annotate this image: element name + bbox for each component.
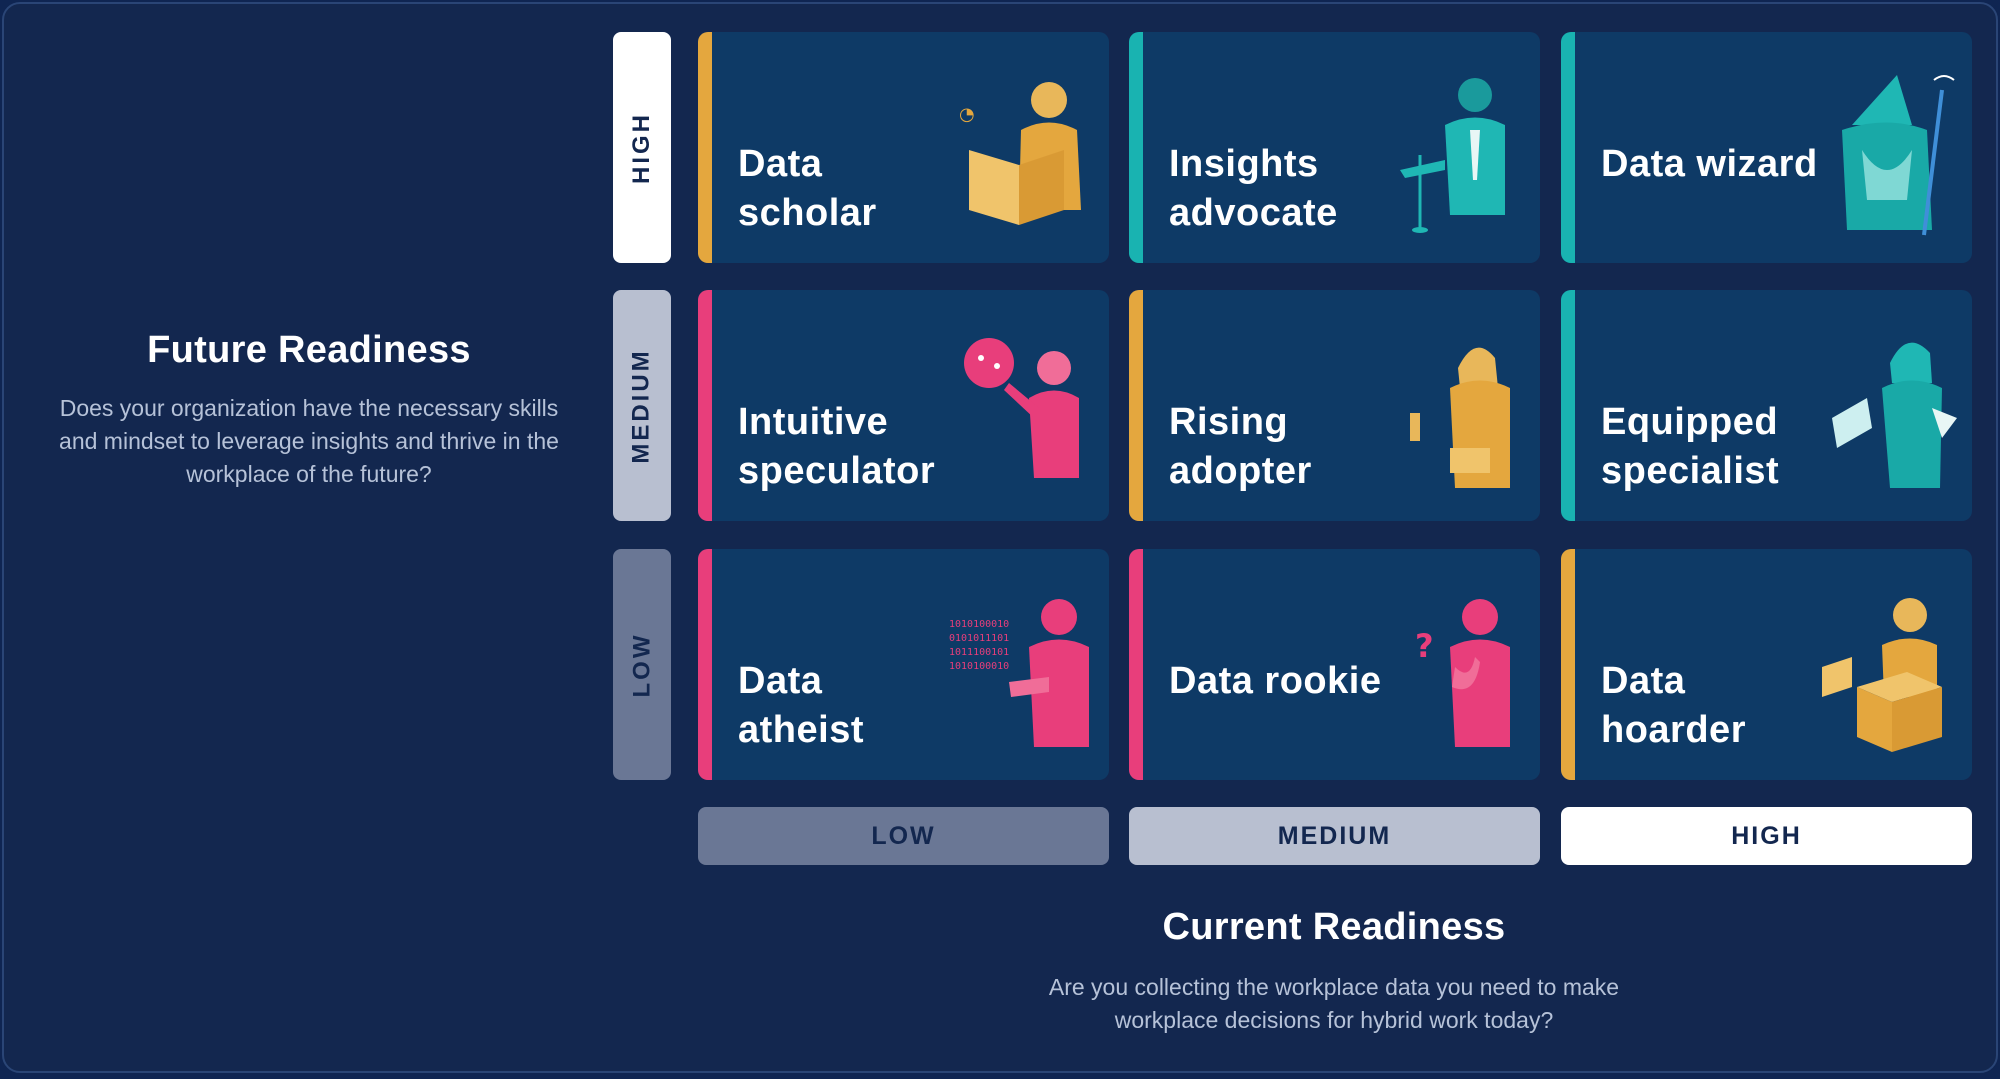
card-label: Equipped specialist <box>1601 401 1780 492</box>
card-label: Data rookie <box>1169 660 1382 702</box>
card-intuitive-speculator: Intuitive speculator <box>698 290 1109 521</box>
x-level-low: LOW <box>698 807 1109 865</box>
y-level-low: LOW <box>613 549 671 780</box>
card-label: Data atheist <box>738 660 864 751</box>
card-accent-stripe <box>1561 32 1575 263</box>
card-accent-stripe <box>1129 32 1143 263</box>
card-data-hoarder: Data hoarder <box>1561 549 1972 780</box>
y-level-high-label: HIGH <box>628 111 655 184</box>
svg-text:?: ? <box>1415 627 1434 665</box>
x-level-high: HIGH <box>1561 807 1972 865</box>
current-readiness-title: Current Readiness <box>1162 906 1506 948</box>
svg-text:1010100010: 1010100010 <box>949 619 1009 630</box>
y-level-high: HIGH <box>613 32 671 263</box>
current-readiness-description: Current Readiness Are you collecting the… <box>1004 906 1664 1037</box>
card-accent-stripe <box>1561 290 1575 521</box>
boxes-person-icon <box>1822 598 1942 752</box>
question-person-icon: ? <box>1415 599 1510 747</box>
card-label: Intuitive speculator <box>738 401 936 492</box>
reading-person-icon: ◔ <box>959 82 1081 225</box>
hooded-person-icon <box>1410 347 1510 488</box>
binary-person-icon: 1010100010 0101011101 1011100101 1010100… <box>949 599 1089 747</box>
card-label: Rising adopter <box>1169 401 1312 492</box>
card-accent-stripe <box>698 549 712 780</box>
svg-text:◔: ◔ <box>959 104 975 125</box>
y-level-low-label: LOW <box>628 632 656 697</box>
future-readiness-title: Future Readiness <box>147 329 471 371</box>
wizard-icon <box>1842 75 1955 236</box>
card-label: Insights advocate <box>1169 143 1338 234</box>
svg-text:1010100010: 1010100010 <box>949 661 1009 672</box>
card-accent-stripe <box>698 32 712 263</box>
future-readiness-text: Does your organization have the necessar… <box>59 395 559 487</box>
card-accent-stripe <box>698 290 712 521</box>
x-level-medium: MEDIUM <box>1129 807 1540 865</box>
card-accent-stripe <box>1129 549 1143 780</box>
card-data-scholar: Data scholar ◔ <box>698 32 1109 263</box>
svg-text:0101011101: 0101011101 <box>949 633 1009 644</box>
card-label: Data hoarder <box>1601 660 1746 751</box>
y-level-medium: MEDIUM <box>613 290 671 521</box>
current-readiness-text: Are you collecting the workplace data yo… <box>1048 974 1620 1033</box>
speaker-person-icon <box>1400 78 1505 233</box>
y-level-medium-label: MEDIUM <box>628 347 656 464</box>
card-accent-stripe <box>1129 290 1143 521</box>
card-data-rookie: Data rookie ? <box>1129 549 1540 780</box>
future-readiness-description: Future Readiness Does your organization … <box>44 329 574 491</box>
card-rising-adopter: Rising adopter <box>1129 290 1540 521</box>
card-equipped-specialist: Equipped specialist <box>1561 290 1972 521</box>
svg-text:1011100101: 1011100101 <box>949 647 1009 658</box>
card-accent-stripe <box>1561 549 1575 780</box>
card-label: Data wizard <box>1601 143 1818 185</box>
card-data-wizard: Data wizard <box>1561 32 1972 263</box>
card-label: Data scholar <box>738 143 877 234</box>
crystal-ball-person-icon <box>964 338 1079 478</box>
card-data-atheist: Data atheist 1010100010 0101011101 10111… <box>698 549 1109 780</box>
hooded-tablet-person-icon <box>1832 342 1957 488</box>
card-insights-advocate: Insights advocate <box>1129 32 1540 263</box>
